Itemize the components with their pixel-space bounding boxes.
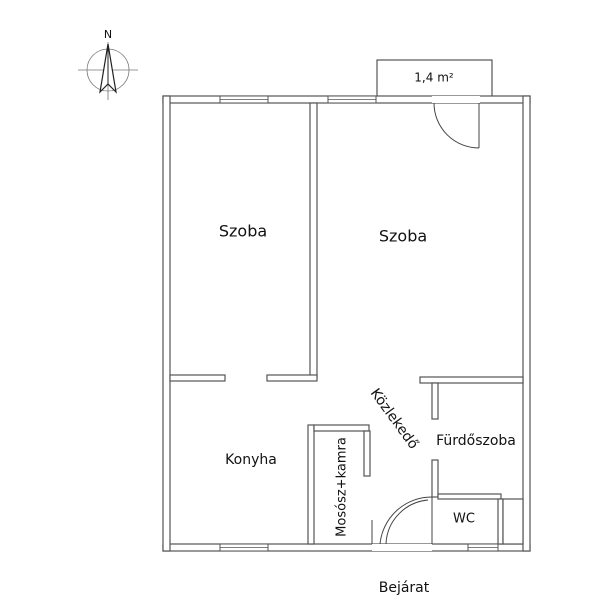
- room-label-right: Szoba: [379, 227, 427, 246]
- kitchen-label: Konyha: [225, 452, 277, 468]
- entrance-opening: [372, 544, 432, 551]
- compass-label: N: [104, 28, 112, 41]
- bottom-windows: [219, 543, 499, 552]
- bathroom-label: Fürdőszoba: [436, 433, 516, 449]
- laundry-pantry-label: Mosósz+kamra: [335, 437, 350, 537]
- room-label-left: Szoba: [219, 222, 267, 241]
- top-windows: [219, 95, 480, 104]
- entrance-label: Bejárat: [379, 580, 430, 596]
- balcony: 1,4 m²: [376, 59, 493, 97]
- compass: N: [78, 28, 138, 100]
- wc-label: WC: [453, 512, 475, 527]
- entrance-door: [371, 496, 433, 545]
- interior-walls: [169, 102, 524, 545]
- balcony-area-label: 1,4 m²: [414, 71, 454, 85]
- balcony-door: [433, 102, 480, 149]
- corridor-label: Közlekedő: [367, 386, 421, 453]
- ventilation-shaft: [502, 498, 524, 545]
